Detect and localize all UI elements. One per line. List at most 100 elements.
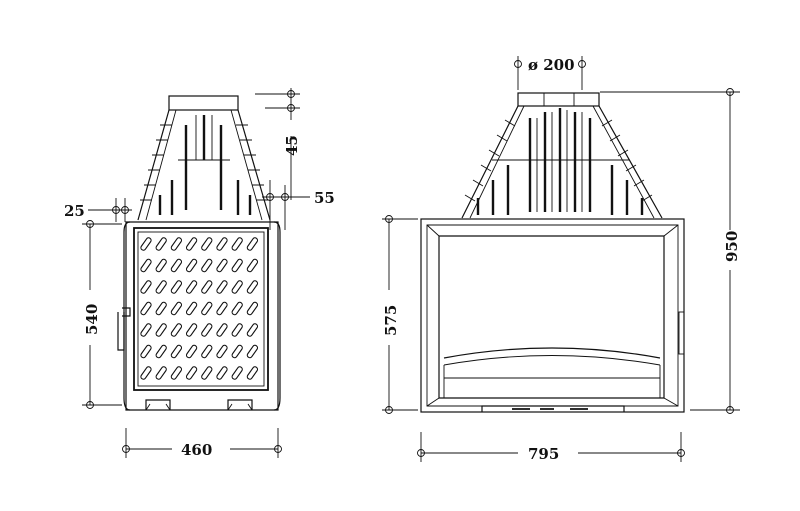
dim-flue-marker-left	[514, 60, 522, 68]
grille-slot	[231, 237, 243, 251]
side-feet	[145, 399, 253, 410]
dim-950-lines	[600, 91, 740, 411]
grille-slot	[216, 344, 228, 359]
dim-540-marker-bottom	[86, 401, 94, 409]
grille-slot	[246, 280, 259, 294]
dim-460-lines	[125, 428, 279, 458]
grille-slot	[216, 301, 228, 316]
grille-slot	[155, 344, 167, 359]
dim-25-marker-left	[112, 206, 120, 214]
dim-575-marker-top	[385, 215, 393, 223]
front-dimensions: ø 200 950 575 795	[382, 56, 741, 463]
grille-slot	[155, 258, 167, 273]
side-hood-detail	[178, 115, 230, 161]
grille-slot	[170, 237, 183, 251]
side-hood-bars	[184, 115, 223, 210]
dim-795-marker-left	[417, 449, 425, 457]
dim-950-marker-bottom	[726, 406, 734, 414]
side-grille-panel	[133, 227, 269, 391]
dim-45-marker-bottom	[287, 104, 295, 112]
dim-25-lines	[88, 198, 132, 222]
grille-slot	[140, 237, 152, 251]
grille-slot	[140, 366, 152, 380]
grille-slot	[170, 301, 183, 316]
dim-flue-lines	[517, 56, 583, 90]
front-hood-side-bars	[476, 165, 644, 215]
grille-slot	[246, 237, 259, 251]
grille-slot	[231, 301, 243, 316]
dim-flue-label: ø 200	[528, 56, 575, 74]
side-hood-inner	[145, 109, 263, 221]
grille-slot	[170, 323, 183, 337]
front-hood-outline	[461, 105, 663, 219]
grille-slot	[246, 323, 259, 337]
grille-slot	[246, 366, 259, 380]
dim-flue-marker-right	[578, 60, 586, 68]
dim-795-label: 795	[528, 445, 559, 463]
dim-45-marker-top	[287, 90, 295, 98]
grille-slot	[231, 366, 243, 380]
grille-slot	[231, 323, 243, 337]
dim-575-lines	[382, 218, 418, 411]
grille-slot	[231, 280, 243, 294]
grille-slot	[201, 301, 213, 316]
front-firebox-arch	[443, 347, 661, 359]
side-door-handle	[117, 307, 131, 351]
grille-slot	[155, 323, 167, 337]
grille-slot	[201, 280, 213, 294]
grille-slot	[201, 344, 213, 359]
grille-slot	[185, 301, 198, 316]
dim-55-marker-left	[266, 193, 274, 201]
dim-540-label: 540	[83, 304, 101, 335]
front-flue-detail	[543, 93, 575, 106]
side-hood-ribs	[140, 124, 268, 201]
front-hood-bars	[528, 108, 592, 212]
grille-slot	[201, 323, 213, 337]
grille-slot	[185, 323, 198, 337]
side-feet-detail	[145, 403, 253, 411]
dim-575-marker-bottom	[385, 406, 393, 414]
grille-slot	[246, 344, 259, 359]
side-hood-outline	[137, 109, 271, 221]
grille-slot	[185, 258, 198, 273]
front-ashtray	[481, 405, 625, 412]
grille-slot	[140, 323, 152, 337]
dim-460-marker-right	[274, 445, 282, 453]
grille-slot	[155, 237, 167, 251]
grille-slot	[185, 237, 198, 251]
grille-slot	[140, 280, 152, 294]
front-hood-bars-thin	[536, 110, 583, 212]
dim-460-label: 460	[181, 441, 212, 459]
grille-slot	[201, 366, 213, 380]
grille-slot	[246, 301, 259, 316]
grille-slot	[216, 323, 228, 337]
side-view	[117, 95, 281, 411]
front-body	[420, 218, 685, 413]
side-flue-collar	[168, 95, 239, 111]
dim-950-label: 950	[723, 231, 741, 262]
front-view	[420, 92, 685, 413]
front-hood-ribs	[464, 119, 653, 202]
dim-540-marker-top	[86, 220, 94, 228]
grille-slot	[185, 280, 198, 294]
front-handle	[678, 311, 685, 355]
side-grille-slots	[140, 237, 259, 380]
grille-slot	[216, 258, 228, 273]
grille-slot	[140, 344, 152, 359]
dim-55-marker-right	[281, 193, 289, 201]
dim-460-marker-left	[122, 445, 130, 453]
dim-55-lines	[262, 180, 310, 230]
front-firebox-floor	[443, 365, 661, 398]
dim-45-lines	[255, 88, 300, 200]
grille-slot	[231, 258, 243, 273]
front-firebox-arch-inner	[443, 355, 661, 366]
front-opening-bevel	[426, 224, 679, 407]
grille-slot	[201, 258, 213, 273]
front-opening	[438, 235, 665, 399]
grille-slot	[170, 366, 183, 380]
dim-45-label: 45	[283, 135, 301, 156]
side-grille-inner	[137, 231, 265, 387]
grille-slot	[216, 366, 228, 380]
dim-950-marker-top	[726, 88, 734, 96]
